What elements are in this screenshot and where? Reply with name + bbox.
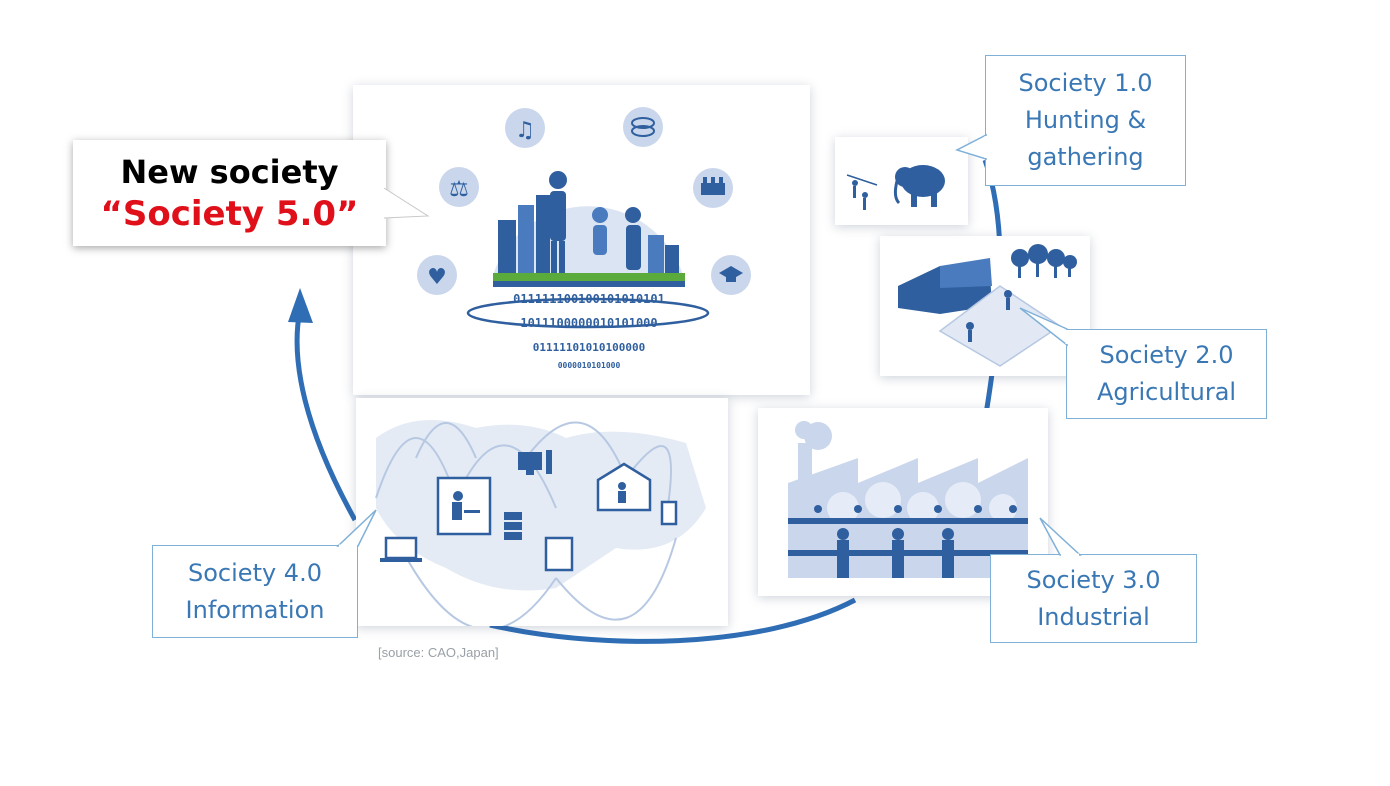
society2-callout: Society 2.0 Agricultural: [1066, 329, 1267, 419]
globe: 011111100100101010101 101110000001010100…: [466, 171, 710, 377]
phone-icon: [660, 500, 678, 526]
society5-illustration: ♫ ⚖ ♥: [417, 107, 751, 377]
svg-text:♫: ♫: [515, 118, 535, 143]
hunting-illustration: [846, 165, 945, 210]
society5-callout-tail: [383, 187, 430, 219]
music-note-icon: ♫: [505, 108, 545, 148]
graduation-cap-icon: [711, 255, 751, 295]
society1-panel: [835, 137, 968, 225]
binary-row-2: 1011100000010101000: [520, 316, 657, 330]
society3-line2: Industrial: [1037, 602, 1150, 631]
desktop-icon: [518, 450, 552, 475]
information-illustration: [375, 420, 706, 626]
society4-line2: Information: [185, 595, 325, 624]
society5-callout: New society “Society 5.0”: [73, 140, 386, 246]
industrial-illustration: [788, 421, 1028, 578]
agricultural-illustration: [898, 244, 1077, 367]
society1-line2: Hunting &: [1024, 106, 1147, 134]
society4-panel: [356, 398, 728, 626]
home-icon: [596, 462, 652, 512]
callout-line-new-society: New society: [120, 153, 339, 191]
binary-row-4: 0000010101000: [558, 361, 621, 370]
scales-icon: ⚖: [439, 167, 479, 207]
source-credit: [source: CAO,Japan]: [378, 645, 499, 660]
binary-row-3: 01111101010100000: [533, 341, 646, 354]
society1-callout-tail: [955, 133, 988, 161]
society2-line2: Agricultural: [1096, 378, 1237, 406]
worker-frame: [436, 476, 492, 536]
society4-title: Society 4.0: [188, 558, 322, 587]
arrow-head: [288, 288, 313, 323]
society4-callout-tail: [336, 509, 377, 548]
coins-icon: [623, 107, 663, 147]
callout-line-society5: “Society 5.0”: [100, 194, 359, 234]
society3-title: Society 3.0: [1026, 565, 1161, 594]
svg-text:⚖: ⚖: [449, 177, 469, 202]
server-icon: [504, 512, 522, 540]
society1-line3: gathering: [1027, 143, 1144, 171]
society3-callout-tail: [1039, 517, 1082, 557]
society5-panel: ♫ ⚖ ♥: [353, 85, 810, 395]
society2-panel: [880, 236, 1090, 376]
society1-callout: Society 1.0 Hunting & gathering: [985, 55, 1186, 186]
society3-callout: Society 3.0 Industrial: [990, 554, 1197, 643]
svg-text:♥: ♥: [427, 265, 447, 290]
society4-callout: Society 4.0 Information: [152, 545, 358, 638]
laptop-icon: [380, 536, 422, 562]
tablet-icon: [544, 536, 574, 572]
society2-title: Society 2.0: [1099, 341, 1234, 369]
society2-callout-tail: [1019, 307, 1069, 347]
society1-title: Society 1.0: [1018, 69, 1153, 97]
binary-row-1: 011111100100101010101: [513, 292, 665, 306]
factory-icon: [693, 168, 733, 208]
heart-icon: ♥: [417, 255, 457, 295]
